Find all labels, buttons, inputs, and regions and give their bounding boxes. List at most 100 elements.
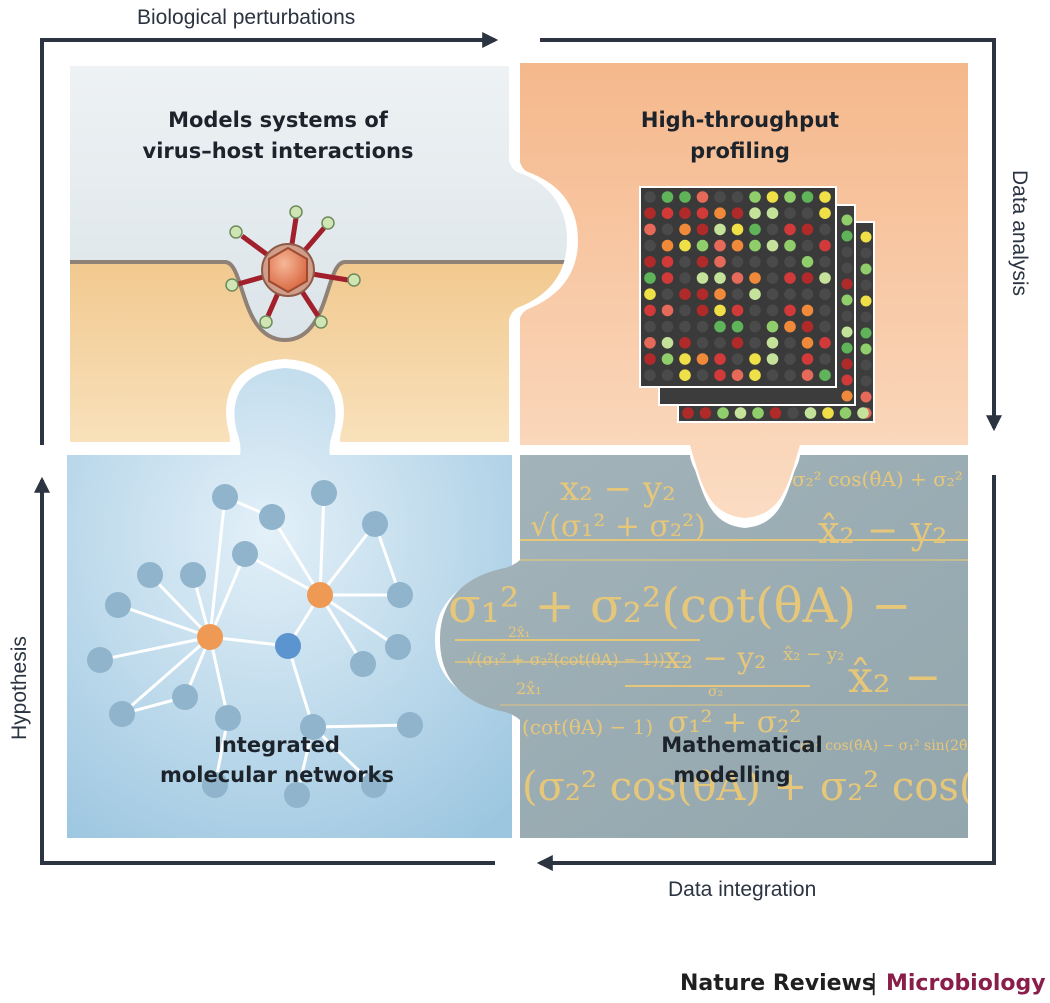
array-spot <box>766 207 779 219</box>
array-spot <box>819 239 831 252</box>
array-spot <box>644 320 656 333</box>
array-spot <box>801 304 814 317</box>
array-spot <box>734 407 747 419</box>
math-fragment-6: 2x̂₁ <box>508 625 530 641</box>
array-spot <box>714 288 726 301</box>
array-spot <box>749 353 761 365</box>
array-spot <box>696 304 709 317</box>
array-spot <box>714 207 726 219</box>
array-spot <box>784 320 796 333</box>
math-fragment-13: (cot(θA) − 1) <box>522 715 653 739</box>
array-spot <box>731 304 744 317</box>
array-spot <box>679 288 691 301</box>
equation-background: x₂ − y₂ √(σ₁² + σ₂²) σ₂² cos(θ̂A) + σ₂² … <box>448 467 1029 810</box>
network-edge <box>318 594 365 665</box>
array-spot <box>731 369 744 382</box>
array-spot <box>661 288 674 301</box>
math-fragment-5: σ₁² + σ₂²(cot(θA) − <box>448 578 912 634</box>
cycle-arrows <box>34 32 1002 871</box>
array-spot <box>714 239 726 252</box>
math-fragment-1: x₂ − y₂ <box>560 469 676 509</box>
host-ground <box>67 262 570 445</box>
array-spot <box>696 255 709 268</box>
array-spot <box>819 272 831 284</box>
array-spot <box>661 255 674 268</box>
array-spot <box>766 191 779 203</box>
array-spot <box>749 369 761 382</box>
array-spot <box>841 342 853 354</box>
array-spot <box>766 288 779 301</box>
math-fragment-12: 2x̂₁ <box>516 679 542 698</box>
array-spot <box>860 327 872 339</box>
array-spot <box>679 223 691 236</box>
array-spot <box>696 239 709 252</box>
math-fragment-16: (σ₂² cos(θA) + σ₂² cos(θA <box>522 764 1029 810</box>
array-spot <box>801 272 814 284</box>
array-spot <box>714 353 726 365</box>
array-spot <box>841 294 853 306</box>
array-spot <box>860 359 872 371</box>
network-node <box>284 782 310 808</box>
array-spot <box>841 326 853 338</box>
array-spot <box>749 272 761 284</box>
array-spot <box>819 207 831 219</box>
array-spot <box>841 214 853 226</box>
network-node <box>350 651 376 677</box>
array-spot <box>714 369 726 382</box>
network-hub-node <box>307 582 333 608</box>
array-spot <box>696 337 709 349</box>
journal-separator: | <box>870 971 877 996</box>
array-spot <box>661 369 674 382</box>
array-spot <box>784 337 796 349</box>
quadrant-high-throughput: High-throughput profiling <box>520 63 968 518</box>
array-spot <box>801 207 814 219</box>
array-spot <box>819 304 831 317</box>
network-node <box>300 714 326 740</box>
array-spot <box>804 407 817 419</box>
array-spot <box>749 207 761 219</box>
array-spot <box>784 304 796 317</box>
array-spot <box>661 223 674 236</box>
array-spot <box>661 272 674 284</box>
network-edge <box>286 645 315 728</box>
host-membrane <box>67 260 570 343</box>
network-edge <box>319 593 399 649</box>
array-spot <box>819 223 831 236</box>
arrow-right <box>540 38 1002 432</box>
journal-credit: Nature Reviews | Microbiology <box>680 971 1046 996</box>
array-spot <box>644 288 656 301</box>
array-spot <box>731 288 744 301</box>
network-edge <box>312 723 411 729</box>
array-spot <box>801 223 814 236</box>
array-spot <box>731 353 744 365</box>
array-spot <box>839 407 852 419</box>
array-spot <box>784 223 796 236</box>
array-spot <box>749 337 761 349</box>
array-spot <box>819 337 831 349</box>
math-fragment-15: σ₂² cos(θ̂A) − σ₁² sin(2θ̂A) + <box>800 738 999 754</box>
array-spot <box>679 207 691 219</box>
array-spot <box>784 207 796 219</box>
array-spot <box>731 320 744 333</box>
array-spot <box>860 231 872 243</box>
array-spot <box>841 246 853 258</box>
label-data-analysis: Data analysis <box>1008 170 1031 296</box>
label-data-integration: Data integration <box>668 878 816 901</box>
network-edge <box>117 603 211 639</box>
array-spot <box>749 320 761 333</box>
network-edge <box>311 725 376 787</box>
array-spot <box>784 191 796 203</box>
array-spot <box>841 374 853 386</box>
network-edge <box>208 553 247 638</box>
array-spot <box>819 191 831 203</box>
array-spot <box>714 272 726 284</box>
math-fragment-8: x₂ − y₂ <box>664 641 766 676</box>
array-spot <box>766 337 779 349</box>
title-model-systems-line2: virus–host interactions <box>143 139 414 163</box>
array-spot <box>644 369 656 382</box>
array-spot <box>644 304 656 317</box>
array-spot <box>841 310 853 322</box>
network-edge <box>318 492 326 596</box>
array-spot <box>696 191 709 203</box>
